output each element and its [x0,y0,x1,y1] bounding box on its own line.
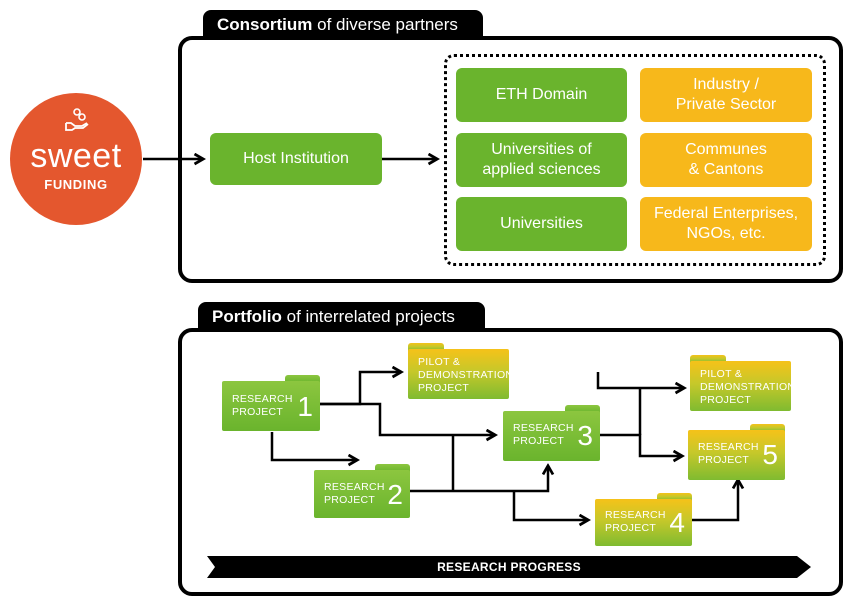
portfolio-title-bold: Portfolio [212,307,282,326]
partner-universities-applied-line2: applied sciences [482,161,601,178]
partner-universities-applied-line1: Universities of [491,141,592,158]
research-progress-label: RESEARCH PROGRESS [437,560,581,574]
sweet-funding-badge: sweet FUNDING [10,93,142,225]
project-3-line2: PROJECT [513,435,565,447]
project-5-line1: RESEARCH [698,441,759,453]
partner-federal-line2: NGOs, etc. [686,225,766,242]
host-institution-label: Host Institution [243,150,349,167]
partner-communes-line1: Communes [685,141,767,158]
arrow-p4-to-p5 [692,481,738,522]
arrow-pilot1-to-pilot2 [596,372,683,388]
pilot-2-line2: DEMONSTRATION [700,381,796,393]
partner-industry-line1: Industry / [693,76,759,93]
hand-coins-icon [65,108,89,131]
project-1-number: 1 [297,391,313,422]
consortium-header: Consortium of diverse partners [203,10,483,38]
partner-universities-applied: Universities of applied sciences [456,133,627,187]
pilot-2-line1: PILOT & [700,368,743,380]
research-progress-arrow: RESEARCH PROGRESS [207,556,811,578]
project-5-line2: PROJECT [698,454,750,466]
research-project-1: RESEARCH PROJECT 1 [222,375,320,431]
partner-industry-line2: Private Sector [675,96,777,113]
research-project-3: RESEARCH PROJECT 3 [503,405,600,461]
partner-universities-label: Universities [500,215,583,232]
pilot-1-line2: DEMONSTRATION [418,369,514,381]
partner-eth-domain: ETH Domain [456,68,627,122]
pilot-1-line1: PILOT & [418,356,461,368]
pilot-2-line3: PROJECT [700,394,752,406]
arrow-p1-to-p2 [270,432,356,460]
arrow-p2-to-p3 [383,467,548,493]
project-4-line1: RESEARCH [605,509,666,521]
project-1-line2: PROJECT [232,406,284,418]
project-2-line1: RESEARCH [324,481,385,493]
portfolio-header: Portfolio of interrelated projects [198,302,485,330]
research-project-4: RESEARCH PROJECT 4 [595,493,692,546]
partner-eth-domain-label: ETH Domain [495,86,588,103]
pilot-demonstration-project-2: PILOT & DEMONSTRATION PROJECT [690,355,795,411]
project-5-number: 5 [762,439,778,470]
project-4-line2: PROJECT [605,522,657,534]
partner-communes-line2: & Cantons [688,161,764,178]
project-4-number: 4 [669,507,685,538]
portfolio-title-rest: of interrelated projects [281,307,455,326]
arrow-p1-to-p3 [320,402,494,435]
project-3-number: 3 [577,420,593,451]
funding-label: FUNDING [44,177,108,192]
partner-communes: Communes & Cantons [640,133,812,187]
partner-industry: Industry / Private Sector [640,68,812,122]
partner-federal-enterprises: Federal Enterprises, NGOs, etc. [640,197,812,251]
pilot-demonstration-project-1: PILOT & DEMONSTRATION PROJECT [408,343,513,399]
arrow-p2-to-p4 [512,491,587,520]
project-2-line2: PROJECT [324,494,376,506]
research-project-5: RESEARCH PROJECT 5 [688,424,785,480]
project-1-line1: RESEARCH [232,393,293,405]
progress-arrow-shape [207,556,811,578]
partner-federal-line1: Federal Enterprises, [653,205,799,222]
partner-universities: Universities [456,197,627,251]
project-3-line1: RESEARCH [513,422,574,434]
sweet-word: sweet [30,137,122,175]
host-institution-box: Host Institution [210,133,382,185]
research-project-2: RESEARCH PROJECT 2 [314,464,410,518]
project-2-number: 2 [387,479,403,510]
consortium-title-bold: Consortium [217,15,313,34]
consortium-title-rest: of diverse partners [312,15,458,34]
arrow-p1-to-pilot1 [320,372,400,406]
arrow-p3-to-p5 [600,433,681,456]
pilot-1-line3: PROJECT [418,382,470,394]
partner-group [444,54,826,266]
